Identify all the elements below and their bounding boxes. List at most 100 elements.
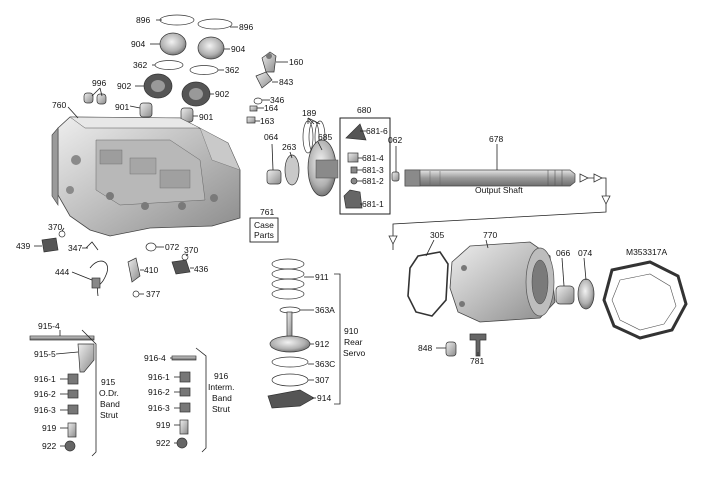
callout-362-right: 362 (225, 65, 239, 75)
o-ring-377 (132, 290, 140, 298)
callout-904-right: 904 (231, 44, 245, 54)
callout-439: 439 (16, 241, 30, 251)
callout-163: 163 (260, 116, 274, 126)
extension-housing-770 (407, 241, 688, 357)
ring-189-a (302, 120, 314, 154)
parking-gear-group (266, 120, 339, 197)
pin-916-1-a (67, 373, 79, 385)
callout-843: 843 (279, 77, 293, 87)
callout-370-left: 370 (48, 222, 62, 232)
o-ring-346 (253, 97, 263, 105)
callout-915-4: 915-4 (38, 321, 60, 331)
piston-902-right-center (189, 88, 203, 100)
callout-377: 377 (146, 289, 160, 299)
callout-362-left: 362 (133, 60, 147, 70)
cushion-996-a (83, 92, 94, 104)
callout-164: 164 (264, 103, 278, 113)
adjuster-919-a (67, 422, 77, 438)
callout-916-1-a: 916-1 (34, 374, 56, 384)
clip-347 (85, 241, 99, 251)
governor-681-3 (350, 166, 358, 174)
sensor-436 (171, 259, 191, 275)
rod-912 (286, 311, 293, 339)
callout-911: 911 (315, 272, 329, 282)
governor-box-680 (339, 117, 391, 215)
piston-912 (269, 335, 311, 353)
callout-681-3: 681-3 (362, 165, 384, 175)
bearing-064 (266, 169, 282, 185)
bolt-781 (469, 333, 487, 357)
callout-848: 848 (418, 343, 432, 353)
callout-904-left: 904 (131, 39, 145, 49)
case-parts-label-line1: Case (254, 220, 274, 230)
bushing-066 (555, 285, 575, 305)
group-915-strut: Strut (100, 410, 119, 420)
governor-681-6 (345, 123, 367, 141)
callout-363a: 363A (315, 305, 335, 315)
callout-307: 307 (315, 375, 329, 385)
callout-760: 760 (52, 100, 66, 110)
bracket-843 (255, 71, 273, 89)
callout-919-a: 919 (42, 423, 56, 433)
seal-062 (391, 171, 400, 182)
pin-916-2-b (179, 387, 191, 397)
group-910-servo: Servo (343, 348, 365, 358)
pin-916-3-a (67, 404, 79, 415)
callout-770: 770 (483, 230, 497, 240)
rod-915-4 (29, 335, 95, 341)
spring-911-c (271, 278, 305, 290)
callout-680: 680 (357, 105, 371, 115)
callout-916-2-a: 916-2 (34, 389, 56, 399)
seal-163 (246, 116, 256, 124)
callout-916-3-b: 916-3 (148, 403, 170, 413)
callout-916-3-a: 916-3 (34, 405, 56, 415)
lower-case-parts (41, 230, 191, 298)
pin-164 (249, 105, 258, 112)
spring-911-a (271, 258, 305, 270)
callout-189: 189 (302, 108, 316, 118)
callout-347: 347 (68, 243, 82, 253)
seal-074 (577, 278, 595, 310)
snap-ring-896-right (197, 18, 233, 30)
group-915-number: 915 (101, 377, 115, 387)
callout-681-6: 681-6 (366, 126, 388, 136)
case-parts-box (249, 217, 279, 243)
callout-896-right: 896 (239, 22, 253, 32)
lever-160 (261, 51, 277, 73)
callout-labels: 896 896 904 904 362 362 996 902 902 901 … (16, 15, 667, 451)
plug-848 (445, 341, 457, 357)
callout-346: 346 (270, 95, 284, 105)
od-band-strut-915 (29, 329, 97, 457)
callout-681-4: 681-4 (362, 153, 384, 163)
gasket-305 (407, 251, 449, 317)
figure-code: M353317A (626, 247, 667, 257)
callout-902-left: 902 (117, 81, 131, 91)
pin-916-3-b (179, 402, 191, 413)
governor-681-4 (347, 152, 359, 163)
callout-370-right: 370 (184, 245, 198, 255)
group-915-band: Band (100, 399, 120, 409)
pin-916-1-b (179, 371, 191, 383)
callout-901-left: 901 (115, 102, 129, 112)
transmission-case-760 (51, 116, 241, 237)
callout-062: 062 (388, 135, 402, 145)
rod-916-4 (171, 355, 197, 361)
callout-916-2-b: 916-2 (148, 387, 170, 397)
callout-915-5: 915-5 (34, 349, 56, 359)
spring-911-d (271, 288, 305, 300)
group-910-rear: Rear (344, 337, 363, 347)
callout-781: 781 (470, 356, 484, 366)
output-shaft-678 (391, 169, 576, 187)
group-916-band: Band (212, 393, 232, 403)
case-parts-label-line2: Parts (254, 230, 274, 240)
rear-servo-910 (267, 258, 341, 409)
piston-902-left-center (151, 80, 165, 92)
o-ring-362-right (189, 65, 219, 75)
cover-904-left (159, 32, 187, 56)
callout-074: 074 (578, 248, 592, 258)
snap-ring-307 (271, 373, 309, 387)
spring-911-b (271, 268, 305, 280)
o-ring-363c (271, 356, 309, 368)
group-916-number: 916 (214, 371, 228, 381)
